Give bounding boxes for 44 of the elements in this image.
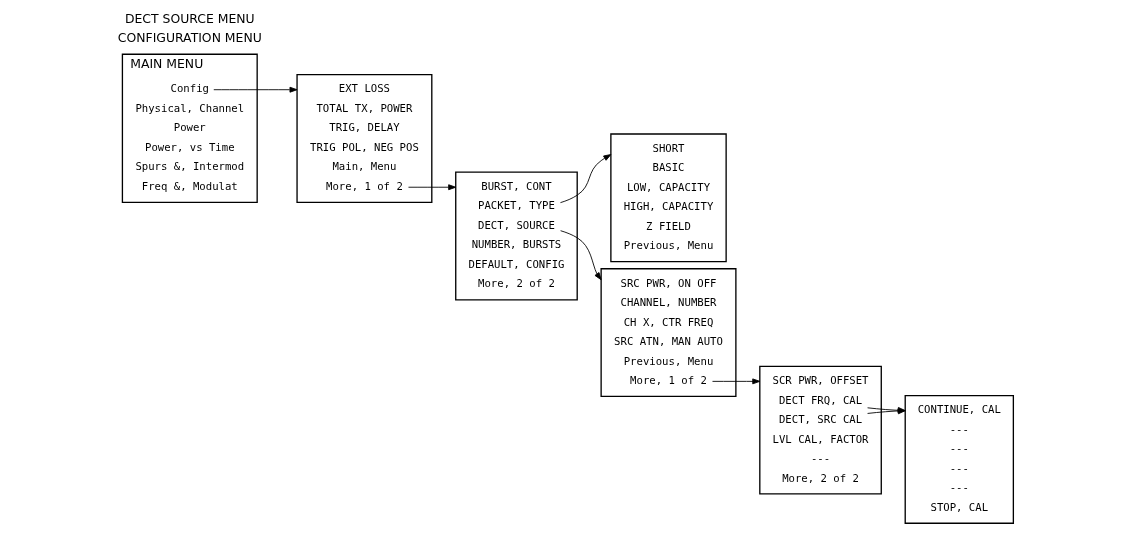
- node-text: LOW, CAPACITY: [626, 180, 711, 194]
- node-text: ---: [949, 422, 969, 436]
- node-text: Config: [170, 82, 209, 96]
- node-text: TRIG, DELAY: [329, 121, 400, 135]
- node-text: Previous, Menu: [623, 239, 714, 253]
- node-text: Spurs &, Intermod: [135, 160, 245, 174]
- node-text: CONTINUE, CAL: [917, 403, 1001, 417]
- node-text: TOTAL TX, POWER: [316, 101, 413, 115]
- node-text: BASIC: [652, 161, 685, 175]
- node-text: TRIG POL, NEG POS: [310, 140, 419, 154]
- node-text: DEFAULT, CONFIG: [468, 257, 565, 271]
- node-text: BURST, CONT: [481, 179, 552, 193]
- node-text: DECT, SOURCE: [478, 218, 555, 232]
- node-text: ---: [949, 461, 969, 475]
- node-text: SHORT: [652, 141, 685, 155]
- node-text: PACKET, TYPE: [478, 199, 555, 213]
- label: CONFIGURATION MENU: [117, 30, 262, 46]
- node-text: CHANNEL, NUMBER: [620, 296, 717, 310]
- node-text: LVL CAL, FACTOR: [772, 432, 869, 446]
- node-text: Previous, Menu: [623, 354, 714, 368]
- node-text: SRC PWR, ON OFF: [620, 276, 717, 290]
- node-text: SRC ATN, MAN AUTO: [614, 335, 723, 349]
- node-text: DECT, SRC CAL: [778, 413, 863, 427]
- label: DECT SOURCE MENU: [124, 10, 255, 26]
- node-text: Physical, Channel: [135, 101, 245, 115]
- node-text: Power, vs Time: [145, 140, 235, 154]
- node-text: More, 2 of 2: [478, 277, 555, 291]
- node-text: ---: [949, 481, 969, 495]
- node-text: EXT LOSS: [338, 82, 391, 96]
- node-text: ---: [810, 452, 831, 466]
- node-text: More, 1 of 2: [630, 374, 707, 388]
- node-text: STOP, CAL: [930, 500, 989, 514]
- node-text: Power: [173, 121, 206, 135]
- node-text: Freq &, Modulat: [141, 179, 238, 193]
- node-text: More, 2 of 2: [782, 471, 859, 485]
- node-text: HIGH, CAPACITY: [623, 200, 714, 214]
- node-text: SCR PWR, OFFSET: [772, 374, 869, 388]
- node-text: ---: [949, 442, 969, 456]
- node-text: CH X, CTR FREQ: [623, 315, 714, 329]
- node-text: NUMBER, BURSTS: [471, 238, 562, 252]
- node-text: Main, Menu: [332, 160, 397, 174]
- node-text: DECT FRQ, CAL: [778, 393, 863, 407]
- node-text: Z FIELD: [646, 219, 691, 233]
- node-text: More, 1 of 2: [326, 179, 403, 193]
